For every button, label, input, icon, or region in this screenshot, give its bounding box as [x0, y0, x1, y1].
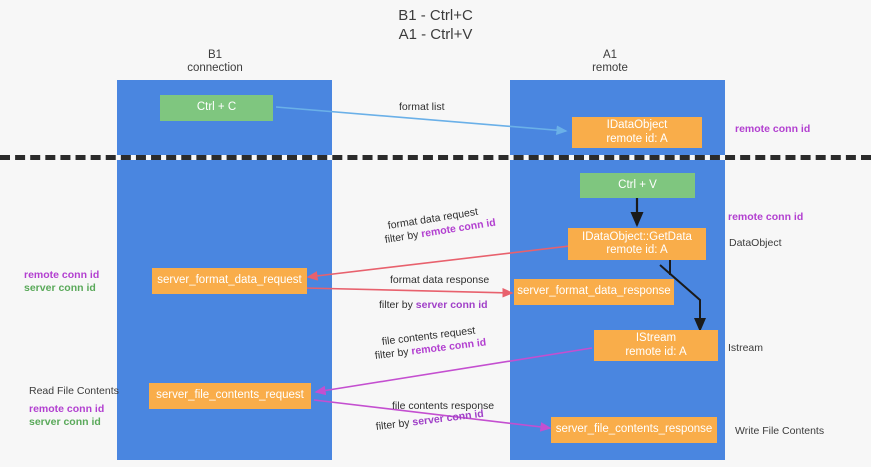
node-server-file-contents-request-label: server_file_contents_request — [156, 389, 304, 402]
node-idataobject-remote-sub: remote id: A — [606, 132, 668, 145]
node-server-format-data-request-label: server_format_data_request — [157, 274, 302, 287]
caption-file-contents-response: file contents response — [392, 400, 494, 413]
lane-a1-lower — [510, 160, 725, 460]
caption-format-data-response: format data response — [390, 274, 489, 287]
lane-header-b1: B1 connection — [115, 49, 315, 75]
annotation-left-read-file-contents: Read File Contents — [29, 385, 119, 397]
node-server-format-data-request[interactable]: server_format_data_request — [152, 268, 307, 294]
title-line-1: B1 - Ctrl+C — [398, 7, 473, 24]
node-ctrl-c[interactable]: Ctrl + C — [160, 95, 273, 121]
node-server-format-data-response[interactable]: server_format_data_response — [514, 279, 674, 305]
annotation-right-istream: Istream — [728, 342, 764, 354]
caption-format-data-response-text: format data response — [390, 274, 490, 286]
node-ctrl-c-label: Ctrl + C — [196, 101, 237, 114]
node-idataobject-remote[interactable]: IDataObject remote id: A — [572, 117, 702, 148]
annotation-left-server-conn-id-mid: server conn id — [24, 282, 96, 294]
lane-header-a1-role: remote — [592, 62, 628, 74]
node-idataobject-getdata[interactable]: IDataObject::GetData remote id: A — [568, 228, 706, 260]
node-idataobject-getdata-label: IDataObject::GetData — [582, 230, 692, 243]
annotation-left-remote-conn-id-mid: remote conn id — [24, 269, 100, 281]
annotation-left-server-conn-id-bot: server conn id — [29, 416, 101, 428]
node-server-file-contents-response-label: server_file_contents_response — [555, 423, 713, 436]
caption-format-list: format list — [399, 101, 445, 114]
diagram-title: B1 - Ctrl+C A1 - Ctrl+V — [0, 6, 871, 44]
arrow-format-data-response — [304, 287, 514, 298]
annotation-right-dataobject: DataObject — [729, 237, 782, 249]
node-idataobject-remote-label: IDataObject — [606, 119, 668, 131]
arrow-getdata-to-istream — [659, 264, 706, 332]
lane-header-b1-role: connection — [187, 62, 243, 74]
caption-format-data-response-filter-prefix: filter by — [379, 299, 416, 311]
node-server-format-data-response-label: server_format_data_response — [517, 285, 671, 298]
node-istream-sub: remote id: A — [625, 345, 687, 358]
node-server-file-contents-response[interactable]: server_file_contents_response — [551, 417, 717, 443]
caption-format-list-text: format list — [399, 101, 445, 113]
arrow-format-data-request — [306, 244, 579, 281]
caption-file-contents-response-text: file contents response — [392, 400, 495, 412]
lane-header-b1-name: B1 — [207, 49, 223, 61]
node-ctrl-v[interactable]: Ctrl + V — [580, 173, 695, 198]
caption-format-data-response-filter-key: server conn id — [415, 299, 488, 311]
node-istream[interactable]: IStream remote id: A — [594, 330, 718, 361]
arrow-file-contents-response — [313, 399, 552, 432]
annotation-right-write-file-contents: Write File Contents — [735, 425, 825, 437]
annotation-left-remote-conn-id-bot: remote conn id — [29, 403, 105, 415]
node-idataobject-getdata-sub: remote id: A — [606, 244, 668, 256]
node-server-file-contents-request[interactable]: server_file_contents_request — [149, 383, 311, 409]
annotation-right-remote-conn-id-mid: remote conn id — [728, 211, 804, 223]
node-istream-label: IStream — [635, 332, 677, 344]
lane-header-a1-name: A1 — [602, 49, 618, 61]
arrow-file-contents-request — [314, 347, 593, 396]
lane-header-a1: A1 remote — [510, 49, 710, 75]
lane-b1-lower — [117, 160, 332, 460]
arrow-format-list — [275, 106, 568, 135]
annotation-right-remote-conn-id-top: remote conn id — [735, 123, 811, 135]
title-line-2: A1 - Ctrl+V — [398, 26, 473, 43]
caption-format-data-response-filter: filter by server conn id — [379, 299, 488, 312]
node-ctrl-v-label: Ctrl + V — [618, 178, 657, 191]
phase-separator — [0, 155, 871, 160]
